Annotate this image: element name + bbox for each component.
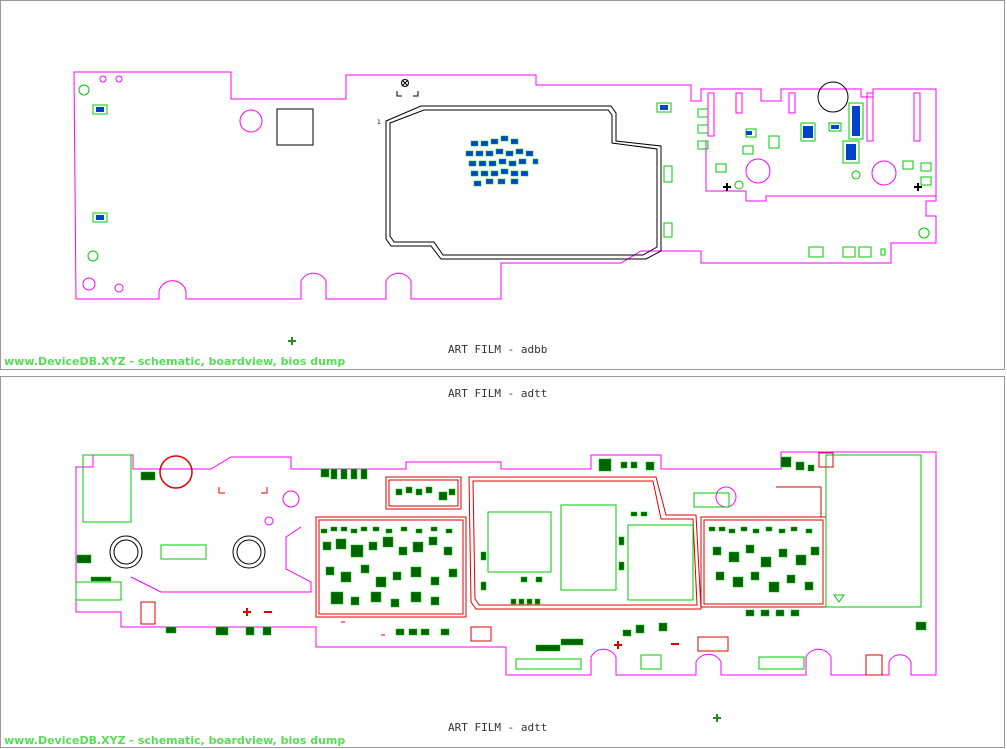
watermark-bottom: www.DeviceDB.XYZ - schematic, boardview,… bbox=[4, 734, 346, 747]
corner-marks bbox=[218, 487, 385, 636]
svg-text:1: 1 bbox=[377, 119, 381, 126]
film-label-top: ART FILM - adbb bbox=[448, 343, 548, 356]
component-cluster bbox=[76, 456, 927, 652]
fiducial-star bbox=[713, 714, 721, 722]
board-edge-top bbox=[73, 71, 937, 300]
board-edge-bottom bbox=[75, 451, 937, 676]
film-label-bottom: ART FILM - adtt bbox=[448, 721, 548, 734]
minus-mark bbox=[264, 611, 679, 645]
film-label-bottom-header: ART FILM - adtt bbox=[448, 387, 548, 400]
connector bbox=[82, 454, 132, 523]
large-hole bbox=[113, 539, 139, 565]
board-outline-bottom bbox=[75, 451, 937, 722]
component-cluster bbox=[465, 135, 539, 187]
mount-hole bbox=[115, 75, 123, 83]
mount-hole bbox=[82, 277, 96, 291]
fiducial-mark bbox=[396, 79, 419, 97]
board-view-bottom-panel: ART FILM - adtt bbox=[0, 376, 1005, 748]
connector-outlines bbox=[707, 92, 921, 142]
large-hole bbox=[109, 535, 143, 569]
mount-hole bbox=[871, 160, 897, 186]
large-hole bbox=[159, 455, 193, 489]
large-hole bbox=[236, 539, 262, 565]
board-outline-top: 1 bbox=[73, 71, 937, 345]
mount-hole bbox=[99, 75, 107, 83]
connector bbox=[75, 581, 122, 601]
arrow-mark bbox=[833, 594, 845, 603]
fiducial-star bbox=[288, 337, 296, 345]
shield-frame-inner bbox=[389, 109, 658, 256]
mount-hole bbox=[745, 158, 771, 184]
mount-hole bbox=[282, 490, 300, 508]
mount-hole bbox=[264, 516, 274, 526]
ic-packages bbox=[487, 454, 922, 670]
mount-hole bbox=[715, 486, 737, 508]
connector bbox=[160, 544, 207, 560]
watermark-top: www.DeviceDB.XYZ - schematic, boardview,… bbox=[4, 355, 346, 368]
plus-mark bbox=[723, 183, 922, 191]
plus-mark bbox=[243, 608, 622, 649]
board-view-top-panel: 1 ART FILM - adbb www.DeviceDB.XYZ - sch… bbox=[0, 0, 1005, 370]
large-hole bbox=[232, 535, 266, 569]
component-box bbox=[276, 108, 314, 146]
connector bbox=[140, 601, 156, 625]
mount-hole bbox=[239, 109, 263, 133]
shield-zones bbox=[315, 452, 883, 676]
pads-top-fill bbox=[96, 105, 860, 220]
round-component bbox=[817, 81, 849, 113]
mount-hole bbox=[114, 283, 124, 293]
board-notch-right bbox=[705, 141, 936, 202]
board-slot bbox=[130, 526, 312, 593]
shield-frame bbox=[385, 105, 662, 260]
